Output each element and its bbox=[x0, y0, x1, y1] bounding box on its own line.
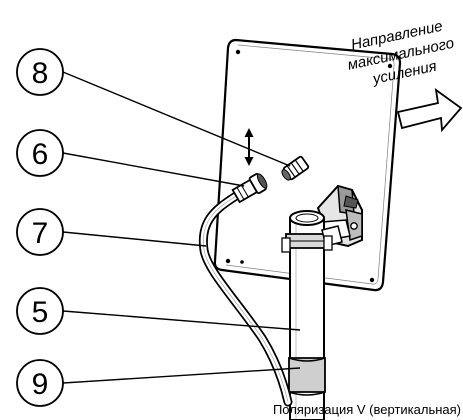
callout-5: 5 bbox=[16, 287, 301, 335]
callout-7: 7 bbox=[16, 208, 207, 256]
mounting-hole bbox=[225, 258, 231, 264]
n-connector-icon bbox=[281, 155, 310, 181]
hollow-right-arrow-icon bbox=[396, 88, 463, 133]
callout-8-label: 8 bbox=[32, 57, 49, 90]
callout-9-label: 9 bbox=[32, 368, 49, 401]
mounting-hole bbox=[235, 49, 241, 55]
polarization-caption: Поляризация V (вертикальная) bbox=[273, 402, 461, 417]
callout-7-label: 7 bbox=[32, 217, 49, 250]
callout-6-label: 6 bbox=[32, 138, 49, 171]
mast-clamp bbox=[281, 225, 343, 253]
mast-tape-band bbox=[288, 357, 326, 396]
coaxial-cable bbox=[198, 191, 293, 407]
callout-6: 6 bbox=[16, 129, 245, 187]
mounting-hole bbox=[369, 277, 375, 283]
mounting-hole bbox=[240, 260, 244, 264]
callout-8: 8 bbox=[16, 48, 291, 167]
double-headed-vertical-arrow-icon bbox=[244, 128, 254, 166]
callout-9: 9 bbox=[16, 359, 301, 407]
cable-connector-icon bbox=[231, 173, 268, 204]
mounting-hole bbox=[387, 63, 393, 69]
callout-5-label: 5 bbox=[32, 296, 49, 329]
